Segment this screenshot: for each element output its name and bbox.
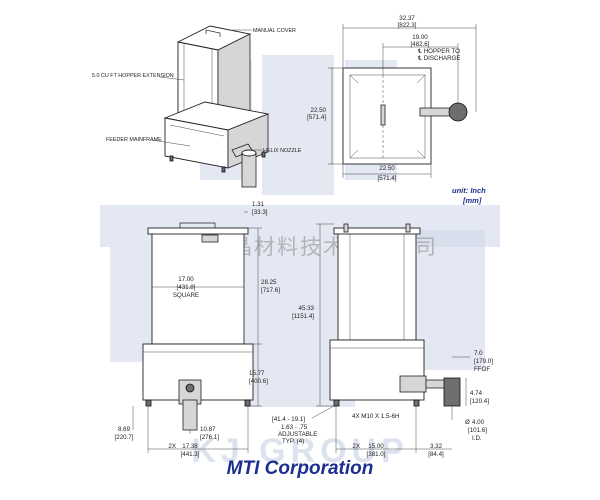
dim-width-mm: [571.4] — [378, 175, 397, 182]
dim-hopper-discharge-inch: 19.00 — [412, 34, 428, 41]
dim-overall-height-inch: 45.33 — [299, 305, 315, 312]
dim-hopper-discharge-mm: [482.6] — [411, 41, 430, 48]
dim-adjustable-mm: [41.4 - 19.1] — [272, 416, 305, 423]
dim-top-offset-inch: 1.31 — [252, 201, 265, 208]
dim-adjustable-inch: 1.63 - .75 — [281, 424, 308, 431]
dim-overall-width-mm: [822.3] — [398, 22, 417, 29]
dim-depth-mm: [571.4] — [307, 114, 326, 121]
dim-foot-height-mm: [220.7] — [115, 434, 134, 441]
dim-outlet-offset-inch: 3.32 — [430, 443, 443, 450]
dim-outlet-id-inch: 4.00 — [472, 419, 485, 426]
front-hopper-body — [151, 231, 245, 345]
dim-foot-spacing-prefix: 2X — [168, 443, 176, 450]
dim-foot-spacing-inch: 17.38 — [182, 443, 198, 450]
dim-base-height-mm: [400.6] — [249, 378, 268, 385]
side-hopper-cover — [333, 227, 421, 235]
dim-overall-height-mm: [1151.4] — [292, 313, 314, 320]
iso-cover-handle — [205, 29, 221, 37]
dim-side-foot-spacing-inch: 15.00 — [368, 443, 384, 450]
callout-hopper-extension: 5.0 CU FT HOPPER EXTENSION — [92, 73, 174, 79]
iso-discharge-tube — [241, 152, 257, 188]
front-hopper-cover — [147, 227, 249, 235]
dim-side-foot-spacing-prefix: 2X — [352, 443, 360, 450]
callout-manual-cover: MANUAL COVER — [253, 28, 296, 34]
watermark-group-text: KJ GROUP — [191, 432, 409, 470]
front-discharge-tube — [182, 399, 198, 431]
unit-note-mm: [mm] — [462, 196, 482, 205]
dim-hopper-square-inch: 17.00 — [178, 276, 194, 283]
dim-hopper-height-mm: [717.6] — [261, 287, 280, 294]
dim-center-offset-inch: 10.87 — [200, 426, 216, 433]
callout-feeder-mainframe: FEEDER MAINFRAME — [106, 137, 162, 143]
top-view: 32.37 [822.3] 19.00 [482.6] ℄ HOPPER TO … — [307, 15, 477, 182]
dim-side-foot-spacing-mm: [381.0] — [367, 451, 386, 458]
top-discharge-outlet — [448, 102, 468, 122]
dim-outlet-offset-mm: [84.4] — [428, 451, 444, 458]
dim-adjustable-label: ADJUSTABLE — [278, 431, 317, 438]
top-discharge-arm — [419, 107, 453, 117]
dim-center-offset-mm: [276.1] — [200, 434, 219, 441]
dim-base-height-inch: 15.77 — [249, 370, 265, 377]
dim-top-offset-mm: [33.3] — [252, 209, 268, 216]
dim-ffof-inch: 7.0 — [474, 350, 483, 357]
dim-hopper-square-label: SQUARE — [173, 292, 199, 299]
side-discharge-outlet — [443, 377, 461, 407]
front-view: 1.31 [33.3] 17.00 [431.8] SQUARE 28.25 [… — [115, 201, 281, 458]
front-cover-handle — [179, 222, 216, 228]
callout-helix-nozzle: HELIX NOZZLE — [263, 148, 302, 154]
unit-note-inch: unit: Inch — [452, 186, 486, 195]
dim-outlet-id-mm: [101.6] — [468, 427, 487, 434]
top-view-frame — [342, 67, 432, 165]
dim-hopper-height-inch: 28.25 — [261, 279, 277, 286]
brand-name: MTI Corporation — [227, 458, 374, 479]
dim-outlet-id-prefix: Ø — [465, 419, 470, 426]
dim-ffof-label: FFOF — [474, 366, 490, 373]
dim-hopper-discharge-label-2: ℄ DISCHARGE — [417, 55, 460, 62]
dim-outlet-height-inch: 4.74 — [470, 390, 483, 397]
side-hopper-body — [337, 231, 417, 341]
dim-thread-label: 4X M10 X 1.5-6H — [352, 413, 399, 420]
dim-adjustable-typ: TYP. (4) — [282, 438, 304, 445]
side-view: 45.33 [1151.4] 7.0 [179.0] FFOF 4.74 [12… — [272, 223, 493, 458]
dim-foot-spacing-mm: [441.3] — [181, 451, 200, 458]
dim-depth-inch: 22.50 — [311, 107, 327, 114]
dim-outlet-id-label: I.D. — [472, 435, 482, 442]
dim-ffof-mm: [179.0] — [474, 358, 493, 365]
isometric-view: MANUAL COVER 5.0 CU FT HOPPER EXTENSION … — [92, 25, 302, 188]
dim-hopper-square-mm: [431.8] — [177, 284, 196, 291]
dim-outlet-height-mm: [120.4] — [470, 398, 489, 405]
side-helix-housing — [399, 375, 427, 393]
dim-overall-width-inch: 32.37 — [399, 15, 415, 22]
dim-width-inch: 22.50 — [379, 165, 395, 172]
dim-foot-height-inch: 8.69 — [118, 426, 131, 433]
dim-hopper-discharge-label-1: ℄ HOPPER TO — [417, 48, 460, 55]
